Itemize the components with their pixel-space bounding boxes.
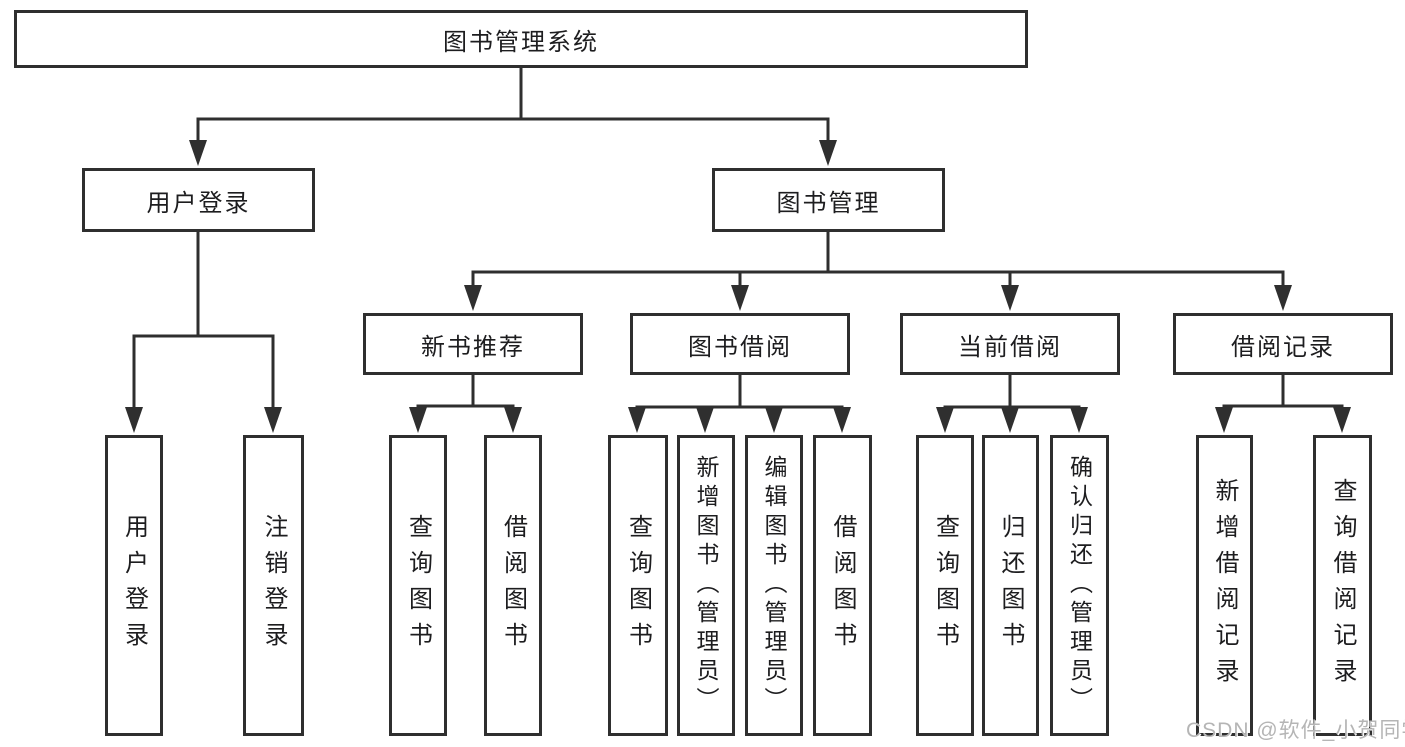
arrowhead-c1 xyxy=(628,407,646,433)
arrowhead-l3-new-books xyxy=(464,285,482,311)
leaf-edit-books-admin: 编辑图书（管理员） xyxy=(745,435,803,736)
node-library-management-system: 图书管理系统 xyxy=(14,10,1028,68)
node-current-borrowing: 当前借阅 xyxy=(900,313,1120,375)
leaf-return-books: 归还图书 xyxy=(982,435,1039,736)
leaf-confirm-return-admin: 确认归还（管理员） xyxy=(1050,435,1109,736)
arrowhead-l3-borrow xyxy=(731,285,749,311)
arrowhead-login xyxy=(189,140,207,166)
arrowhead-d3 xyxy=(1070,407,1088,433)
leaf-logout: 注销登录 xyxy=(243,435,304,736)
arrowhead-l3-records xyxy=(1274,285,1292,311)
node-user-login: 用户登录 xyxy=(82,168,315,232)
arrowhead-e1 xyxy=(1215,407,1233,433)
connector-newbooks-bus xyxy=(416,404,515,409)
node-book-management: 图书管理 xyxy=(712,168,945,232)
leaf-query-borrow-record: 查询借阅记录 xyxy=(1313,435,1372,736)
arrowhead-e2 xyxy=(1333,407,1351,433)
arrowhead-b1 xyxy=(409,407,427,433)
connector-records-bus xyxy=(1222,404,1344,409)
node-borrow-records: 借阅记录 xyxy=(1173,313,1393,375)
leaf-add-books-admin: 新增图书（管理员） xyxy=(677,435,735,736)
leaf-user-login: 用户登录 xyxy=(105,435,163,736)
leaf-add-borrow-record: 新增借阅记录 xyxy=(1196,435,1253,736)
arrowhead-logout xyxy=(264,407,282,433)
arrowhead-c4 xyxy=(833,407,851,433)
arrowhead-l3-current xyxy=(1001,285,1019,311)
node-book-borrowing: 图书借阅 xyxy=(630,313,850,375)
arrowhead-d1 xyxy=(936,407,954,433)
leaf-query-books-1: 查询图书 xyxy=(389,435,447,736)
leaf-query-books-2: 查询图书 xyxy=(608,435,668,736)
connector-root-bus xyxy=(196,117,830,141)
node-new-book-recommend: 新书推荐 xyxy=(363,313,583,375)
connector-login-bus xyxy=(132,334,275,409)
csdn-watermark: CSDN @软件_小贺同学 xyxy=(1186,719,1405,742)
connector-borrow-bus xyxy=(635,405,844,409)
arrowhead-d2 xyxy=(1001,407,1019,433)
arrowhead-bookmgmt xyxy=(819,140,837,166)
leaf-query-books-3: 查询图书 xyxy=(916,435,974,736)
arrowhead-b2 xyxy=(504,407,522,433)
leaf-borrow-books-1: 借阅图书 xyxy=(484,435,542,736)
leaf-borrow-books-2: 借阅图书 xyxy=(813,435,872,736)
connector-bookmgmt-bus xyxy=(471,270,1285,287)
arrowhead-c2 xyxy=(696,407,714,433)
arrowhead-c3 xyxy=(765,407,783,433)
connector-current-bus xyxy=(943,405,1081,409)
arrowhead-user-login xyxy=(125,407,143,433)
